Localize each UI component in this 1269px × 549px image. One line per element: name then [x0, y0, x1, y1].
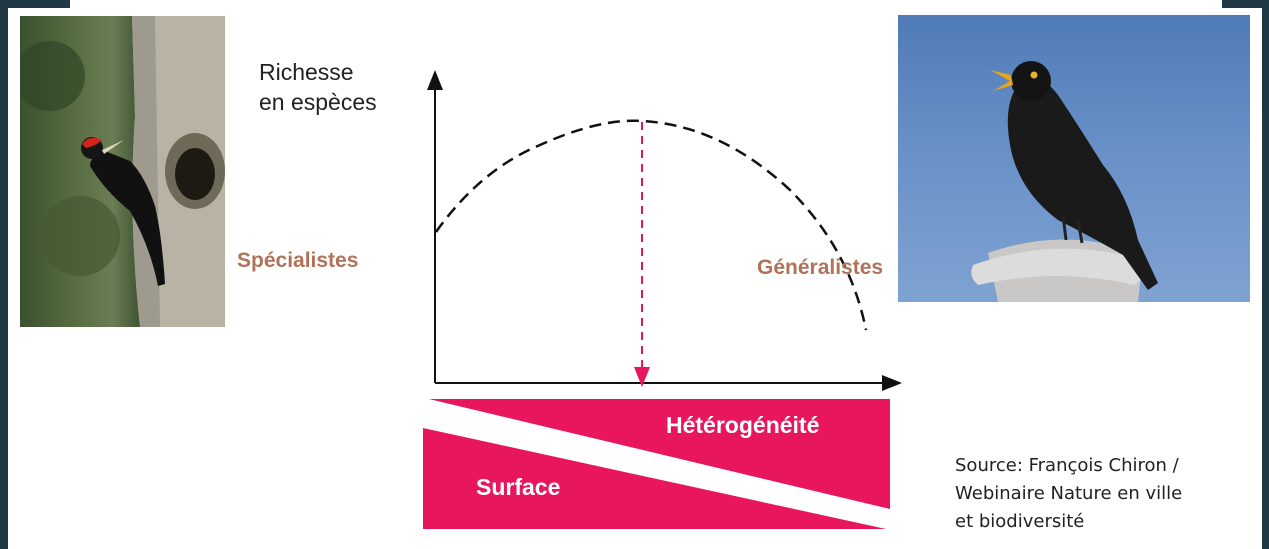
blackbird-photo: [898, 15, 1250, 302]
surface-wedge: [423, 428, 886, 529]
frame-right-edge: [1262, 0, 1269, 549]
richness-curve: [434, 119, 868, 331]
y-axis-label-line2: en espèces: [259, 89, 377, 115]
heterogeneity-label: Hétérogénéité: [666, 412, 820, 438]
source-line2: Webinaire Nature en ville: [955, 483, 1183, 504]
y-axis-label-line1: Richesse: [259, 59, 354, 85]
frame-top-left: [0, 0, 70, 8]
y-axis-label: Richesse en espèces: [259, 57, 377, 117]
source-caption: Source: François Chiron / Webinaire Natu…: [955, 452, 1255, 536]
specialists-label: Spécialistes: [237, 249, 359, 272]
surface-label: Surface: [476, 474, 561, 500]
source-line1: Source: François Chiron /: [955, 455, 1179, 476]
source-line3: et biodiversité: [955, 511, 1085, 532]
frame-top-right: [1222, 0, 1269, 8]
woodpecker-photo: [20, 16, 225, 327]
frame-left-edge: [0, 0, 8, 549]
heterogeneity-wedge: [429, 399, 890, 509]
generalists-label: Généralistes: [757, 256, 884, 279]
